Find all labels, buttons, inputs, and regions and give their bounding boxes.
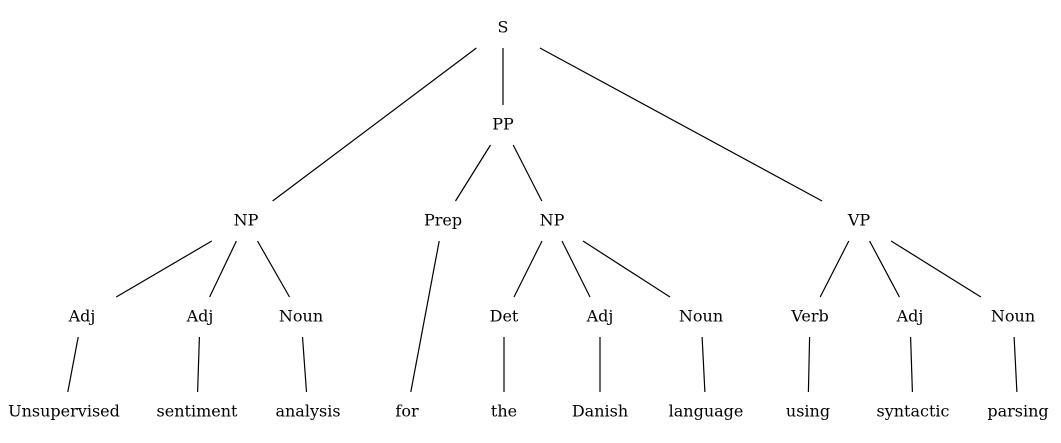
node-w2: sentiment: [157, 402, 238, 421]
edge-np1-adj2: [209, 240, 237, 298]
edge-np1-noun1: [256, 240, 291, 298]
tree-edges: [67, 47, 1018, 393]
edge-adj1-w1: [67, 336, 79, 393]
node-np1: NP: [234, 211, 259, 230]
node-pp: PP: [492, 115, 514, 134]
node-w10: parsing: [987, 402, 1048, 421]
node-w9: syntactic: [877, 402, 950, 421]
node-w3: analysis: [275, 402, 340, 421]
edge-verb-w8: [807, 336, 811, 393]
node-vp: VP: [847, 211, 871, 230]
node-adj4: Adj: [896, 307, 924, 326]
edge-pp-prep: [454, 144, 492, 202]
node-w8: using: [786, 402, 830, 421]
edge-np2-adj3: [561, 240, 591, 298]
node-prep: Prep: [424, 211, 462, 230]
edge-np2-noun2: [582, 240, 671, 298]
edge-vp-verb: [819, 240, 850, 298]
node-noun2: Noun: [679, 307, 723, 326]
edge-noun3-w10: [1013, 336, 1018, 393]
node-adj2: Adj: [186, 307, 214, 326]
edge-vp-noun3: [890, 240, 982, 298]
edge-s-np1: [272, 47, 477, 202]
edge-np1-adj1: [115, 240, 213, 298]
node-w6: Danish: [572, 402, 628, 421]
node-det: Det: [490, 307, 519, 326]
node-verb: Verb: [790, 307, 828, 326]
edge-vp-adj4: [869, 240, 900, 298]
node-w5: the: [491, 402, 517, 421]
edge-s-vp: [539, 47, 823, 202]
node-noun1: Noun: [279, 307, 323, 326]
node-w7: language: [669, 402, 744, 421]
node-s: S: [498, 18, 509, 37]
node-w4: for: [395, 402, 419, 421]
edge-noun1-w3: [301, 336, 308, 393]
tree-node-labels: S NP PP VP Prep NP Adj Adj Noun Det Adj Noun Verb Adj…: [8, 18, 1049, 421]
edge-prep-w4: [410, 240, 440, 393]
edge-noun2-w7: [701, 336, 706, 393]
edge-adj4-w9: [910, 336, 913, 393]
edge-np2-det: [513, 240, 543, 298]
edge-adj2-w2: [197, 336, 200, 393]
node-np2: NP: [540, 211, 565, 230]
node-adj3: Adj: [586, 307, 614, 326]
edge-pp-np2: [512, 144, 543, 202]
node-adj1: Adj: [68, 307, 96, 326]
node-noun3: Noun: [991, 307, 1035, 326]
node-w1: Unsupervised: [8, 402, 120, 421]
